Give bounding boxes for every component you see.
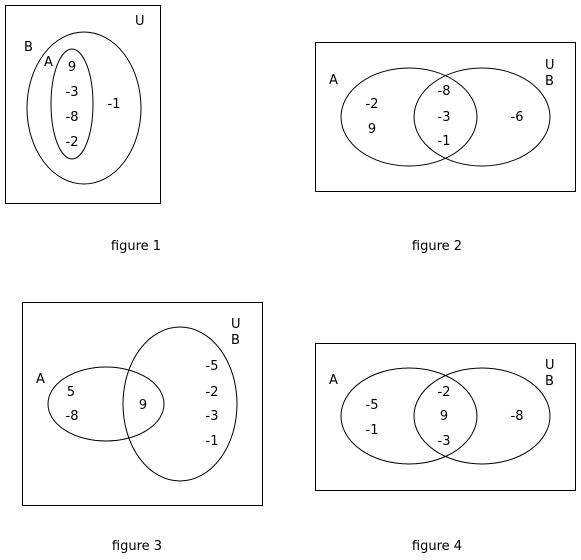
set-b-only-value: -6 bbox=[511, 110, 524, 125]
set-a-label: A bbox=[44, 55, 53, 70]
set-a-only-value: -1 bbox=[366, 423, 379, 438]
set-a-only-value: 9 bbox=[368, 122, 376, 137]
set-b-label: B bbox=[231, 333, 240, 348]
set-b-oval bbox=[26, 31, 142, 185]
intersection-value: -2 bbox=[438, 385, 451, 400]
universe-box bbox=[5, 5, 161, 204]
universe-label: U bbox=[545, 358, 555, 373]
intersection-value: -8 bbox=[438, 84, 451, 99]
set-a-label: A bbox=[329, 73, 338, 88]
set-b-oval bbox=[413, 367, 551, 465]
set-b-only-value: -1 bbox=[206, 434, 219, 449]
figure-caption: figure 2 bbox=[412, 239, 462, 254]
universe-box bbox=[315, 42, 576, 192]
set-a-oval bbox=[50, 48, 94, 160]
set-a-value: -8 bbox=[66, 110, 79, 125]
set-b-only-value: -3 bbox=[206, 409, 219, 424]
figure-3: U B A 5 -8 9 -5 -2 -3 -1 figure 3 bbox=[22, 302, 263, 554]
figure-caption: figure 1 bbox=[111, 239, 161, 254]
set-b-oval bbox=[122, 326, 238, 482]
set-b-only-value: -1 bbox=[108, 97, 121, 112]
figure-caption: figure 3 bbox=[112, 539, 162, 554]
figure-caption: figure 4 bbox=[412, 539, 462, 554]
set-b-only-value: -2 bbox=[206, 385, 219, 400]
set-b-only-value: -8 bbox=[511, 409, 524, 424]
intersection-value: -3 bbox=[438, 110, 451, 125]
universe-label: U bbox=[231, 317, 241, 332]
figure-4: U B A -5 -1 -2 9 -3 -8 figure 4 bbox=[315, 343, 576, 554]
intersection-value: -3 bbox=[438, 434, 451, 449]
universe-label: U bbox=[135, 14, 145, 29]
set-a-only-value: -5 bbox=[366, 398, 379, 413]
set-b-label: B bbox=[545, 74, 554, 89]
set-a-value: -2 bbox=[66, 135, 79, 150]
universe-box bbox=[315, 343, 576, 491]
figure-1: U B A 9 -3 -8 -2 -1 figure 1 bbox=[5, 5, 161, 254]
set-b-oval bbox=[413, 67, 551, 167]
set-b-only-value: -5 bbox=[206, 359, 219, 374]
set-a-label: A bbox=[36, 372, 45, 387]
set-a-oval bbox=[340, 67, 478, 167]
intersection-value: 9 bbox=[139, 398, 147, 413]
set-a-only-value: -2 bbox=[366, 97, 379, 112]
set-b-label: B bbox=[545, 374, 554, 389]
universe-box bbox=[22, 302, 263, 506]
set-a-oval bbox=[47, 366, 165, 442]
set-a-value: -3 bbox=[66, 85, 79, 100]
intersection-value: -1 bbox=[438, 134, 451, 149]
set-a-only-value: -8 bbox=[66, 409, 79, 424]
set-b-label: B bbox=[24, 40, 33, 55]
set-a-label: A bbox=[329, 373, 338, 388]
set-a-oval bbox=[340, 367, 478, 465]
universe-label: U bbox=[545, 58, 555, 73]
intersection-value: 9 bbox=[440, 409, 448, 424]
set-a-only-value: 5 bbox=[67, 385, 75, 400]
set-a-value: 9 bbox=[68, 60, 76, 75]
figure-2: U B A -2 9 -8 -3 -1 -6 figure 2 bbox=[315, 42, 576, 254]
